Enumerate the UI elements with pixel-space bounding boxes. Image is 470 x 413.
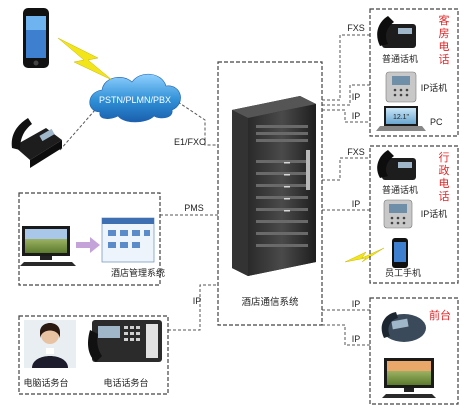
admin-ip-phone-icon [383,199,413,229]
admin-title-char-1: 行 [439,151,450,164]
desk-phone-icon [11,118,62,168]
guest-ip-phone-label: IP话机 [421,82,448,93]
ip-bot-2-label: IP [352,334,361,344]
operators-box [18,315,169,395]
smartphone-icon [23,8,49,68]
guest-room-title: 客 房 电 话 [439,13,450,66]
admin-ip-phone-label: IP话机 [421,208,448,219]
admin-title-char-4: 话 [439,190,450,203]
operator-desk-phone-icon [88,320,162,362]
hotel-mgmt-label: 酒店管理系统 [111,267,165,278]
laptop-icon [376,106,426,131]
link-fxs-top [322,34,370,101]
center-system-box [217,61,323,326]
admin-mobile-icon [392,238,408,268]
arrow-right-icon [76,237,100,253]
guest-analog-phone-label: 普通话机 [382,53,418,64]
lightning-icon-mobile [344,247,385,263]
link-e1 [177,101,218,146]
ip-bot-1-label: IP [352,299,361,309]
ip-top-2-label: IP [352,111,361,121]
admin-title-char-3: 电 [439,177,450,190]
center-label: 酒店通信系统 [241,296,299,308]
link-fxs-mid [322,157,370,181]
admin-title-char-2: 政 [439,163,450,177]
guest-title-char-3: 电 [439,40,450,53]
ip-left-label: IP [193,296,202,306]
guest-ip-phone-icon [385,71,417,103]
admin-mobile-label: 员工手机 [385,267,421,278]
e1-label: E1/FXO [174,137,206,147]
front-desk-ip-phone-icon [381,312,426,342]
desktop-computer-icon [20,226,76,266]
link-ip-bot-2 [322,324,370,346]
guest-title-char-4: 话 [439,53,450,66]
front-desk-title: 前台 [429,308,451,322]
server-rack [232,96,316,276]
link-ip-top-1 [322,84,370,106]
link-ip-top-2 [322,109,370,123]
fxs-mid-label: FXS [347,147,365,157]
ip-top-1-label: IP [352,92,361,102]
ip-mid-label: IP [352,199,361,209]
cloud-label: PSTN/PLMN/PBX [99,95,171,105]
pms-label: PMS [184,203,204,213]
hotel-mgmt-box [18,192,161,286]
laptop-screen-text: 12.1" [393,114,410,121]
phone-console-label: 电话话务台 [103,377,148,388]
admin-box [369,145,459,284]
admin-title: 行 政 电 话 [439,151,450,203]
admin-analog-phone-icon [377,150,416,180]
fxs-top-label: FXS [347,23,365,33]
guest-title-char-2: 房 [439,27,450,40]
hotel-mgmt-software-window [101,217,155,263]
guest-room-box [369,8,459,137]
link-ip-left [168,284,218,331]
guest-title-char-1: 客 [439,13,450,27]
front-desk-computer-icon [382,358,436,398]
guest-analog-phone-icon [377,16,416,48]
operator-person-icon [24,320,76,368]
front-desk-box [369,297,459,405]
pc-console-label: 电脑话务台 [23,377,68,388]
link-desk-phone [59,109,96,151]
lightning-icon-top [57,37,113,81]
guest-pc-label: PC [430,117,443,127]
admin-analog-phone-label: 普通话机 [382,184,418,195]
pstn-cloud [89,73,181,123]
connection-lines [59,34,370,346]
